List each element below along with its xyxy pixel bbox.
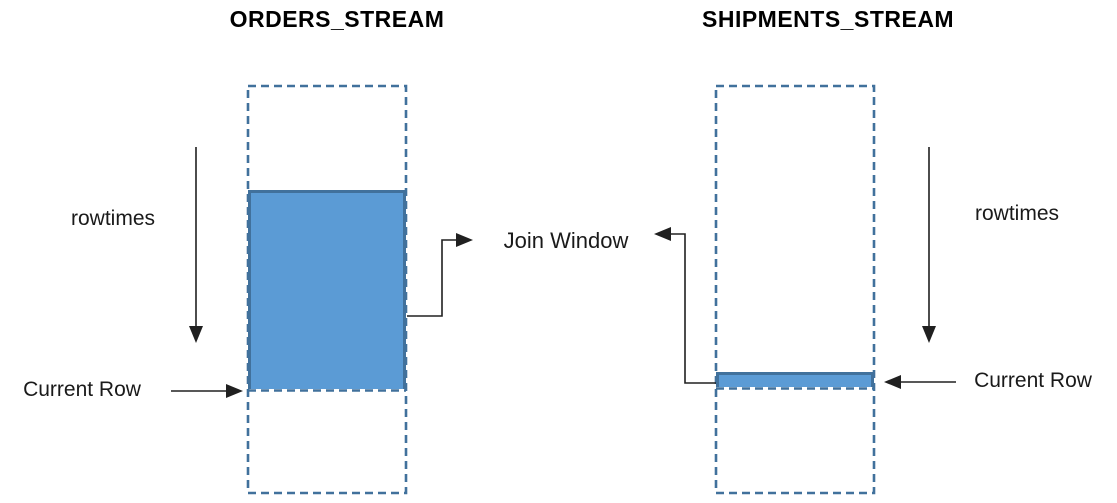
shipments-current-row-label: Current Row: [974, 369, 1092, 392]
shipments-stream-title: SHIPMENTS_STREAM: [702, 6, 955, 32]
shipments-rowtimes-label: rowtimes: [974, 202, 1059, 225]
join-window-right-arrowhead-icon: [654, 227, 671, 241]
shipments-stream-boundary: [714, 84, 876, 495]
shipments-current-row-fill: [716, 372, 874, 387]
join-window-left-connector: [407, 239, 457, 317]
join-window-label: Join Window: [503, 228, 629, 253]
shipments-current-row-arrowhead-icon: [884, 375, 901, 389]
join-window-right-connector: [670, 233, 716, 384]
shipments-current-row-border: [716, 372, 874, 387]
shipments-rowtimes-arrowhead-icon: [922, 326, 936, 343]
orders-current-row-label: Current Row: [23, 378, 141, 401]
orders-stream-title: ORDERS_STREAM: [229, 6, 445, 32]
orders-join-window-fill: [248, 190, 406, 389]
join-window-left-arrowhead-icon: [456, 233, 473, 247]
orders-rowtimes-arrowhead-icon: [189, 326, 203, 343]
orders-rowtimes-label: rowtimes: [70, 207, 155, 230]
orders-current-row-arrowhead-icon: [226, 384, 243, 398]
orders-join-window-border: [248, 190, 406, 389]
